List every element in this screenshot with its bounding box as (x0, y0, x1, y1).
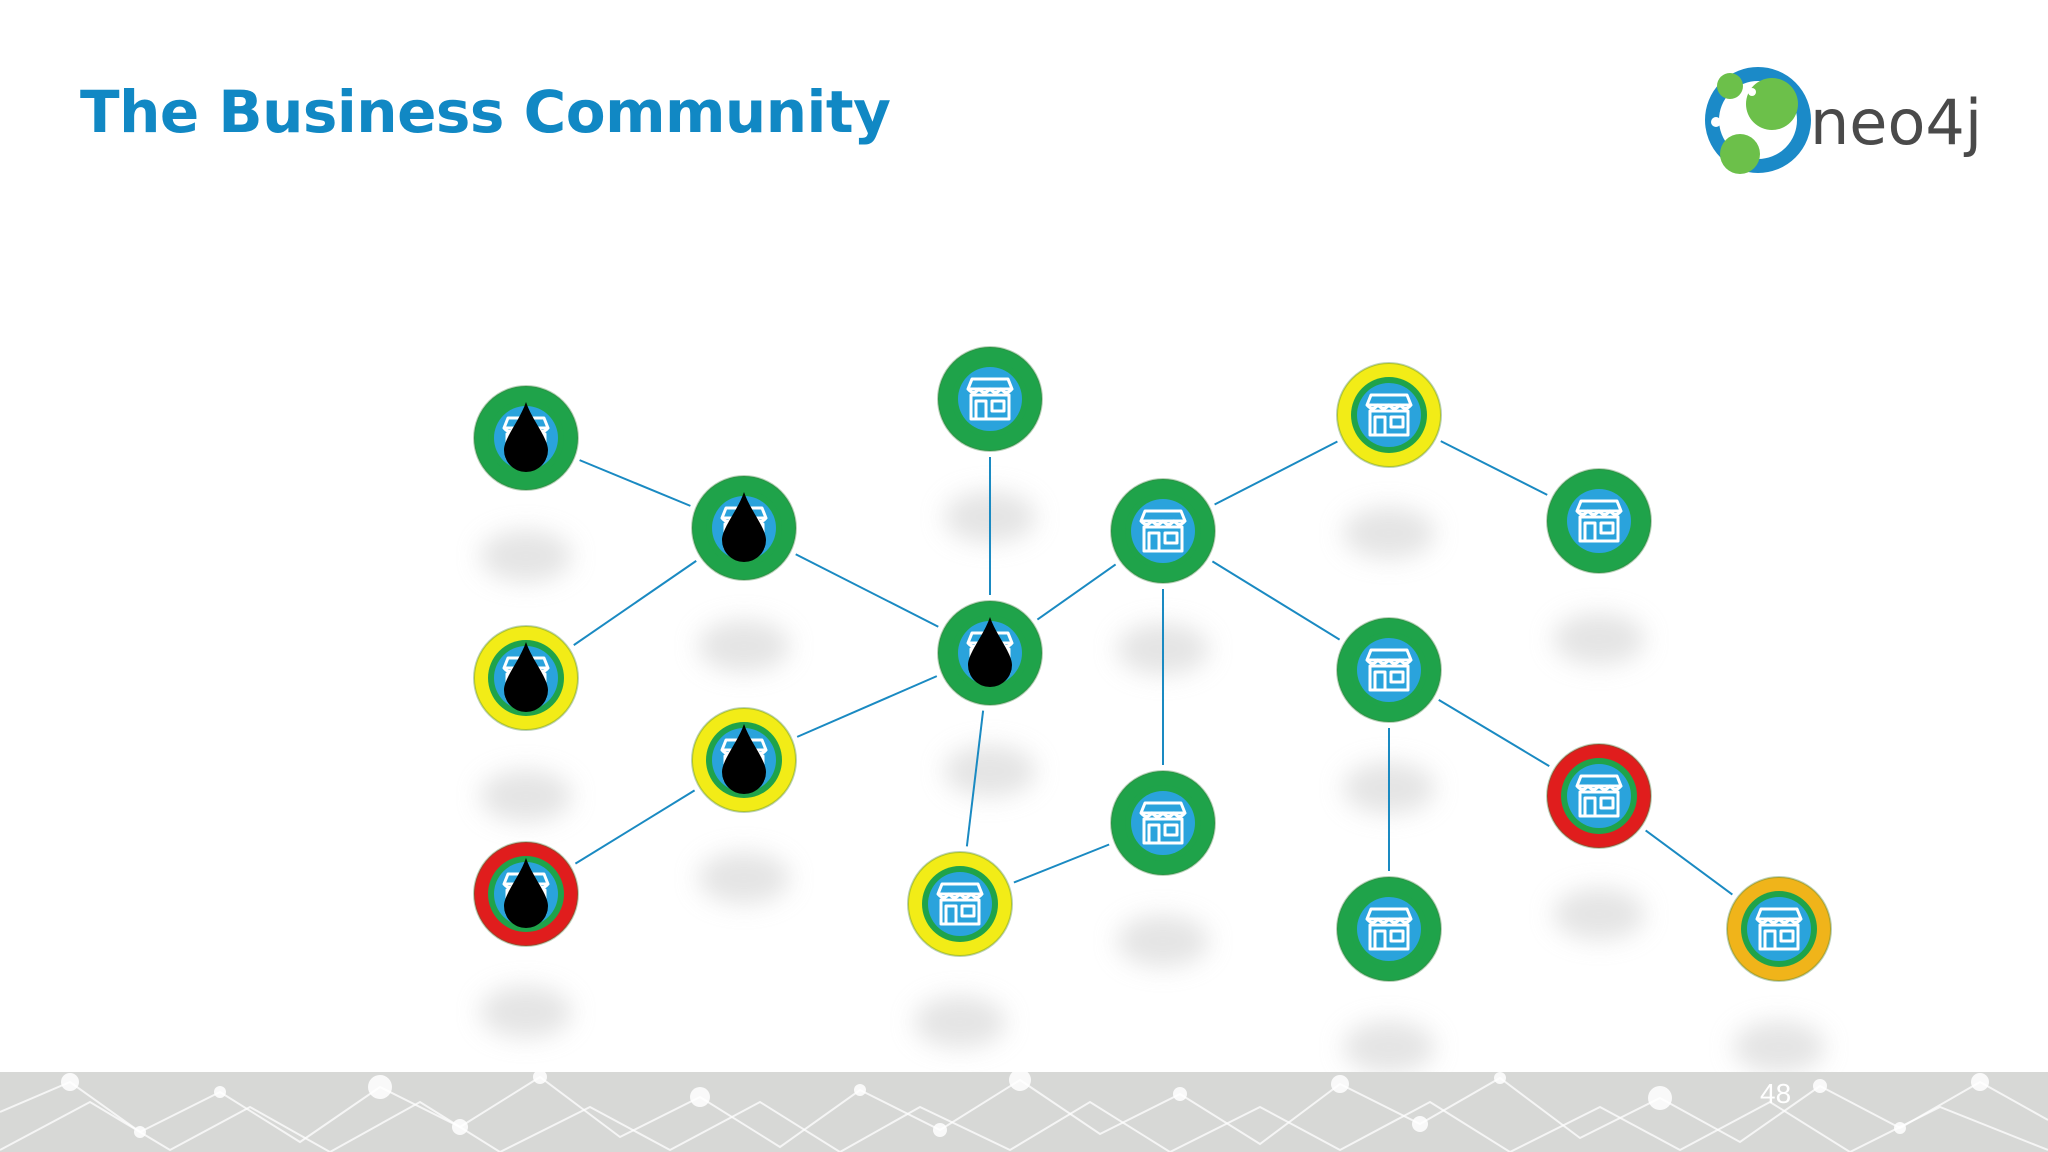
graph-edge (1013, 843, 1110, 884)
business-node[interactable] (691, 707, 797, 813)
graph-edge (579, 459, 691, 507)
business-node[interactable] (691, 475, 797, 581)
oil-drop-icon (504, 858, 548, 928)
store-icon (1365, 393, 1413, 437)
business-node[interactable] (473, 385, 579, 491)
neo4j-logo: neo4j (1700, 62, 2000, 182)
store-icon (1755, 907, 1803, 951)
node-reflection (1343, 507, 1435, 559)
graph-edge (1440, 440, 1548, 496)
graph-edge (1438, 698, 1550, 768)
node-reflection (1343, 1021, 1435, 1073)
business-node[interactable] (1110, 478, 1216, 584)
business-node[interactable] (1546, 468, 1652, 574)
business-node[interactable] (473, 841, 579, 947)
graph-edge (1645, 829, 1733, 896)
node-reflection (1733, 1021, 1825, 1073)
node-reflection (480, 530, 572, 582)
oil-drop-icon (968, 617, 1012, 687)
node-reflection (480, 770, 572, 822)
graph-edge (965, 710, 985, 847)
footer-band (0, 1072, 2048, 1152)
oil-drop-icon (722, 492, 766, 562)
oil-drop-icon (504, 642, 548, 712)
store-icon (1575, 774, 1623, 818)
store-icon (1139, 509, 1187, 553)
store-icon (1365, 907, 1413, 951)
oil-drop-icon (504, 402, 548, 472)
business-node[interactable] (907, 851, 1013, 957)
business-node[interactable] (1546, 743, 1652, 849)
graph-edge (1211, 560, 1341, 641)
node-reflection (1117, 915, 1209, 967)
logo-wordmark: neo4j (1810, 86, 1982, 159)
graph-edge (574, 789, 696, 865)
store-icon (1365, 648, 1413, 692)
slide-title: The Business Community (80, 78, 891, 146)
business-node[interactable] (473, 625, 579, 731)
business-node[interactable] (1336, 876, 1442, 982)
node-reflection (914, 996, 1006, 1048)
oil-drop-icon (722, 724, 766, 794)
graph-edge (1036, 563, 1117, 621)
business-node[interactable] (1110, 770, 1216, 876)
graph-edge (795, 553, 939, 628)
business-node[interactable] (1726, 876, 1832, 982)
store-icon (1575, 499, 1623, 543)
business-node[interactable] (1336, 617, 1442, 723)
graph-edge (573, 560, 697, 646)
store-icon (1139, 801, 1187, 845)
store-icon (966, 377, 1014, 421)
node-reflection (944, 745, 1036, 797)
business-node[interactable] (937, 600, 1043, 706)
node-reflection (1553, 888, 1645, 940)
graph-edge (1214, 440, 1338, 506)
store-icon (936, 882, 984, 926)
node-reflection (698, 620, 790, 672)
node-reflection (698, 852, 790, 904)
network-pattern-decoration (0, 1072, 2048, 1152)
business-node[interactable] (1336, 362, 1442, 468)
business-node[interactable] (937, 346, 1043, 452)
graph-edge (796, 675, 938, 738)
node-reflection (480, 986, 572, 1038)
page-number: 48 (1760, 1078, 1792, 1109)
node-reflection (1553, 613, 1645, 665)
